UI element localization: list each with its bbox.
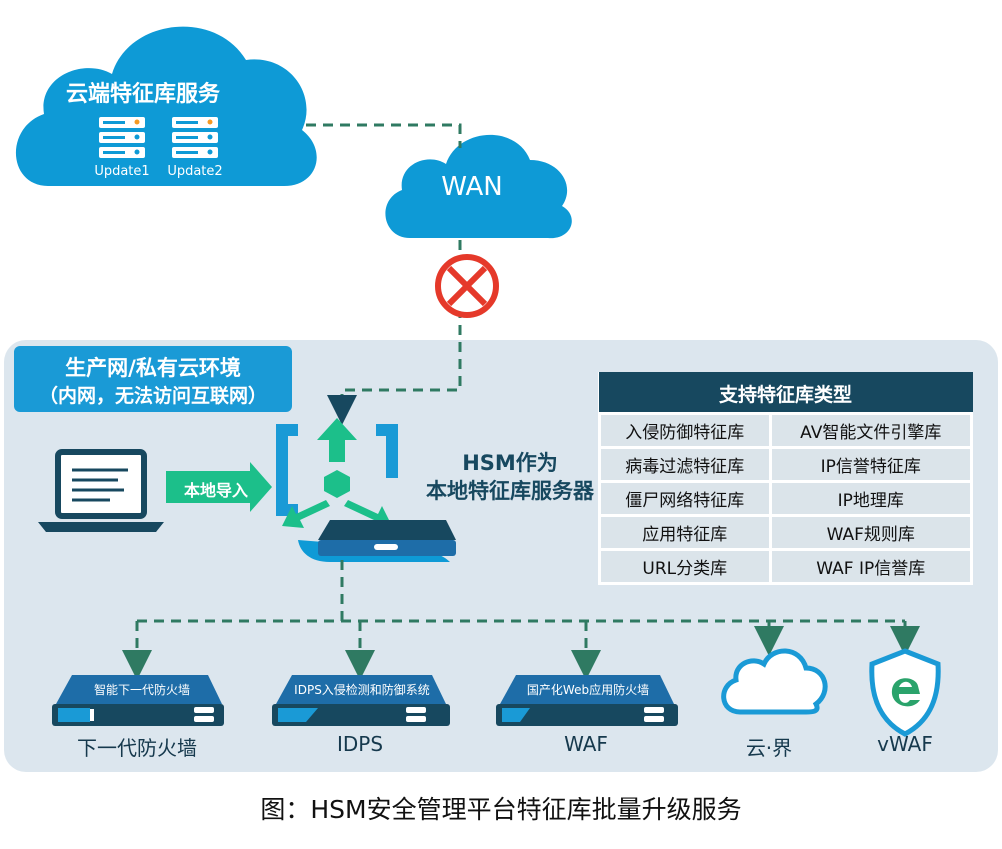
library-cell: WAF规则库 xyxy=(768,514,973,551)
waf-caption: WAF xyxy=(564,732,608,756)
library-cell: 僵尸网络特征库 xyxy=(598,480,772,517)
cloud-device-caption: 云·界 xyxy=(745,736,793,760)
library-cell: IP地理库 xyxy=(768,480,973,517)
environment-subtitle: （内网，无法访问互联网） xyxy=(38,385,267,407)
library-cell: WAF IP信誉库 xyxy=(768,548,973,585)
library-cell: AV智能文件引擎库 xyxy=(768,412,973,449)
table-row: 入侵防御特征库 AV智能文件引擎库 xyxy=(598,412,973,449)
library-cell: 病毒过滤特征库 xyxy=(598,446,772,483)
environment-badge xyxy=(14,346,292,412)
cloud-service-title: 云端特征库服务 xyxy=(66,82,221,107)
ngfw-face-label: 智能下一代防火墙 xyxy=(93,683,190,697)
table-row: URL分类库 WAF IP信誉库 xyxy=(598,548,973,585)
cloud-service xyxy=(15,26,317,186)
vwaf-caption: vWAF xyxy=(877,732,933,756)
library-cell: IP信誉特征库 xyxy=(768,446,973,483)
idps-face-label: IDPS入侵检测和防御系统 xyxy=(294,683,430,697)
hsm-title: HSM作为 本地特征库服务器 xyxy=(420,449,600,505)
hsm-logo-icon xyxy=(276,418,398,528)
wan-label: WAN xyxy=(441,172,503,202)
blocked-icon xyxy=(435,254,499,318)
wan-cloud xyxy=(385,134,572,239)
import-label: 本地导入 xyxy=(183,481,248,500)
vwaf-shield-icon xyxy=(869,648,941,737)
library-cell: 入侵防御特征库 xyxy=(598,412,772,449)
server-icon xyxy=(99,117,145,158)
laptop-icon xyxy=(38,449,164,532)
table-row: 僵尸网络特征库 IP地理库 xyxy=(598,480,973,517)
hsm-title-line1: HSM作为 xyxy=(462,451,558,475)
server-icon xyxy=(172,117,218,158)
cloud-device-icon xyxy=(721,648,828,715)
server-label: Update1 xyxy=(94,164,150,179)
library-cell: URL分类库 xyxy=(598,548,772,585)
hsm-title-line2: 本地特征库服务器 xyxy=(426,479,594,503)
server-label: Update2 xyxy=(167,164,223,179)
connector-cloud-wan xyxy=(306,123,462,148)
hsm-appliance xyxy=(298,520,456,562)
environment-title: 生产网/私有云环境 xyxy=(65,356,241,380)
import-arrow xyxy=(166,462,272,512)
waf-face-label: 国产化Web应用防火墙 xyxy=(526,683,650,697)
waf-device xyxy=(496,675,678,726)
idps-device xyxy=(272,675,450,726)
library-cell: 应用特征库 xyxy=(598,514,772,551)
library-table: 支持特征库类型 入侵防御特征库 AV智能文件引擎库 病毒过滤特征库 IP信誉特征… xyxy=(598,372,973,585)
idps-caption: IDPS xyxy=(336,732,384,756)
ngfw-device xyxy=(52,675,224,726)
ngfw-caption: 下一代防火墙 xyxy=(77,736,197,760)
table-row: 应用特征库 WAF规则库 xyxy=(598,514,973,551)
library-title: 支持特征库类型 xyxy=(599,373,972,414)
figure-caption: 图：HSM安全管理平台特征库批量升级服务 xyxy=(260,795,742,824)
table-row: 病毒过滤特征库 IP信誉特征库 xyxy=(598,446,973,483)
